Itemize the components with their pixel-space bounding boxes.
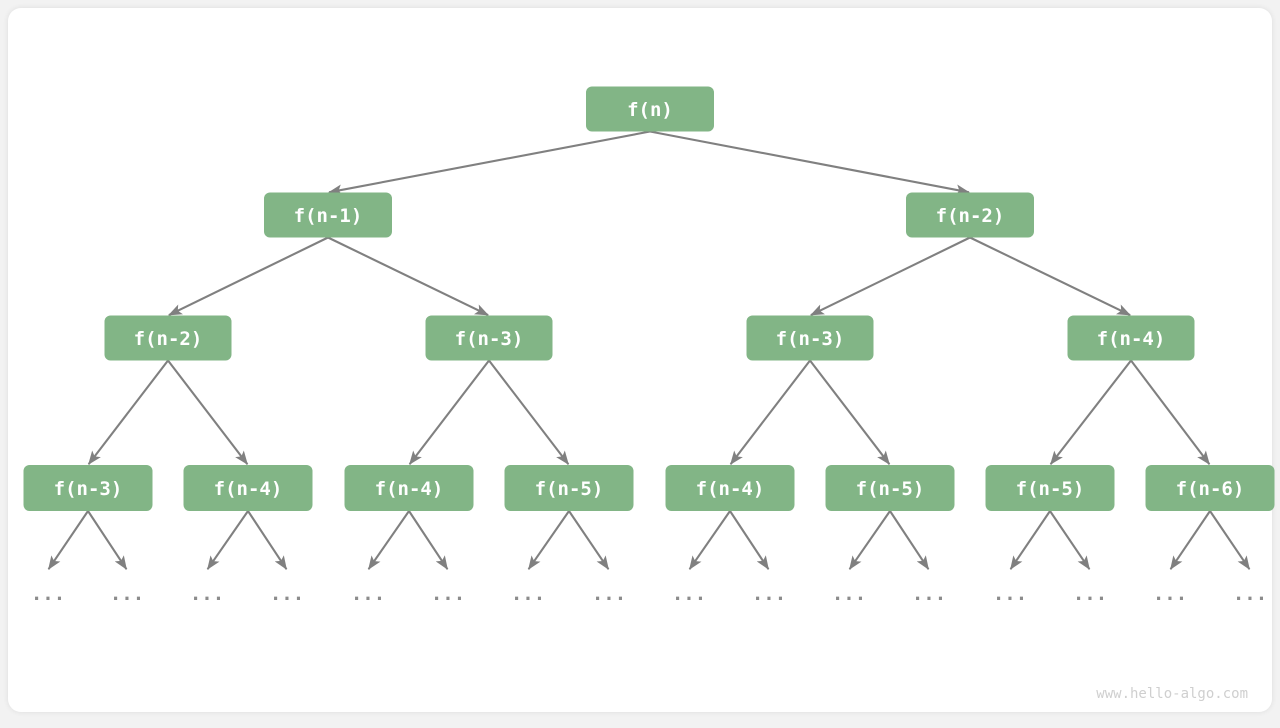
ellipsis-marker: ... bbox=[912, 583, 946, 605]
tree-edge-to-ellipsis bbox=[206, 510, 249, 570]
tree-edge-to-ellipsis bbox=[1009, 510, 1051, 570]
tree-edge-to-ellipsis bbox=[848, 510, 891, 570]
node-box bbox=[746, 315, 874, 361]
ellipsis-layer: ........................................… bbox=[31, 583, 1267, 605]
tree-edge-to-ellipsis bbox=[1169, 510, 1211, 570]
tree-edge-to-ellipsis bbox=[367, 510, 410, 570]
tree-edge bbox=[969, 236, 1131, 317]
node-label: f(n-3) bbox=[776, 328, 845, 350]
tree-node[interactable]: f(n-4) bbox=[1067, 315, 1195, 361]
tree-edge-to-ellipsis bbox=[408, 510, 449, 570]
tree-node[interactable]: f(n-4) bbox=[665, 465, 795, 511]
tree-edge bbox=[167, 359, 249, 465]
node-label: f(n-2) bbox=[134, 328, 203, 350]
tree-edge bbox=[1049, 359, 1132, 465]
tree-node[interactable]: f(n-4) bbox=[183, 465, 313, 511]
tree-node[interactable]: f(n-4) bbox=[344, 465, 474, 511]
ellipsis-marker: ... bbox=[351, 583, 385, 605]
node-box bbox=[23, 465, 153, 511]
tree-edge-to-ellipsis bbox=[568, 510, 610, 570]
node-label: f(n-2) bbox=[936, 205, 1005, 227]
tree-node[interactable]: f(n-1) bbox=[264, 192, 392, 238]
tree-edge-to-ellipsis bbox=[47, 510, 89, 570]
edges-layer bbox=[87, 130, 1211, 465]
ellipsis-marker: ... bbox=[672, 583, 706, 605]
ellipsis-marker: ... bbox=[511, 583, 545, 605]
tree-node[interactable]: f(n-5) bbox=[985, 465, 1115, 511]
tree-node[interactable]: f(n-3) bbox=[746, 315, 874, 361]
tree-edge bbox=[488, 359, 570, 465]
node-box bbox=[906, 192, 1034, 238]
tree-edge bbox=[809, 359, 891, 465]
ellipsis-marker: ... bbox=[592, 583, 626, 605]
diagram-card: f(n) f(n-1) f(n-2) f(n-2) f(n-3) f(n-3) f(n-4)… bbox=[8, 8, 1275, 712]
tree-node[interactable]: f(n-3) bbox=[425, 315, 553, 361]
tree-edge bbox=[87, 359, 169, 465]
ellipsis-marker: ... bbox=[31, 583, 65, 605]
tree-node[interactable]: f(n) bbox=[586, 86, 714, 132]
node-label: f(n-5) bbox=[535, 478, 604, 500]
tree-edge bbox=[1130, 359, 1211, 465]
node-box bbox=[1145, 465, 1275, 511]
tree-edge bbox=[408, 359, 490, 465]
node-label: f(n-4) bbox=[214, 478, 283, 500]
tree-edge bbox=[168, 236, 329, 317]
ellipsis-marker: ... bbox=[1073, 583, 1107, 605]
ellipsis-marker: ... bbox=[190, 583, 224, 605]
node-box bbox=[665, 465, 795, 511]
tree-edge bbox=[729, 359, 811, 465]
tree-edge-to-ellipsis bbox=[87, 510, 128, 570]
node-label: f(n-3) bbox=[54, 478, 123, 500]
node-label: f(n-4) bbox=[375, 478, 444, 500]
node-box bbox=[104, 315, 232, 361]
recursion-tree-diagram: f(n) f(n-1) f(n-2) f(n-2) f(n-3) f(n-3) f(n-4)… bbox=[23, 86, 1275, 702]
ellipsis-arrows-layer bbox=[47, 510, 1251, 570]
node-label: f(n-6) bbox=[1176, 478, 1245, 500]
nodes-layer: f(n) f(n-1) f(n-2) f(n-2) f(n-3) f(n-3) f(n-4)… bbox=[23, 86, 1275, 511]
node-box bbox=[985, 465, 1115, 511]
ellipsis-marker: ... bbox=[270, 583, 304, 605]
tree-edge bbox=[328, 130, 651, 196]
ellipsis-marker: ... bbox=[993, 583, 1027, 605]
node-box bbox=[504, 465, 634, 511]
node-box bbox=[586, 86, 714, 132]
tree-edge-to-ellipsis bbox=[1209, 510, 1251, 570]
node-label: f(n) bbox=[627, 99, 673, 121]
node-label: f(n-4) bbox=[1097, 328, 1166, 350]
node-label: f(n-5) bbox=[856, 478, 925, 500]
tree-edge-to-ellipsis bbox=[688, 510, 731, 570]
ellipsis-marker: ... bbox=[752, 583, 786, 605]
ellipsis-marker: ... bbox=[431, 583, 465, 605]
ellipsis-marker: ... bbox=[832, 583, 866, 605]
tree-node[interactable]: f(n-2) bbox=[104, 315, 232, 361]
node-label: f(n-3) bbox=[455, 328, 524, 350]
node-box bbox=[425, 315, 553, 361]
tree-edge-to-ellipsis bbox=[247, 510, 288, 570]
node-label: f(n-4) bbox=[696, 478, 765, 500]
node-box bbox=[825, 465, 955, 511]
node-box bbox=[344, 465, 474, 511]
tree-edge-to-ellipsis bbox=[527, 510, 570, 570]
tree-node[interactable]: f(n-6) bbox=[1145, 465, 1275, 511]
tree-node[interactable]: f(n-3) bbox=[23, 465, 153, 511]
ellipsis-marker: ... bbox=[1233, 583, 1267, 605]
node-label: f(n-1) bbox=[294, 205, 363, 227]
tree-edge-to-ellipsis bbox=[729, 510, 770, 570]
tree-node[interactable]: f(n-2) bbox=[906, 192, 1034, 238]
node-label: f(n-5) bbox=[1016, 478, 1085, 500]
node-box bbox=[264, 192, 392, 238]
node-box bbox=[1067, 315, 1195, 361]
tree-edge-to-ellipsis bbox=[1049, 510, 1091, 570]
ellipsis-marker: ... bbox=[110, 583, 144, 605]
tree-edge bbox=[649, 130, 970, 196]
tree-node[interactable]: f(n-5) bbox=[504, 465, 634, 511]
tree-edge bbox=[810, 236, 971, 317]
node-box bbox=[183, 465, 313, 511]
ellipsis-marker: ... bbox=[1153, 583, 1187, 605]
tree-edge-to-ellipsis bbox=[889, 510, 930, 570]
watermark-text: www.hello-algo.com bbox=[1096, 686, 1248, 702]
tree-node[interactable]: f(n-5) bbox=[825, 465, 955, 511]
tree-edge bbox=[327, 236, 489, 317]
